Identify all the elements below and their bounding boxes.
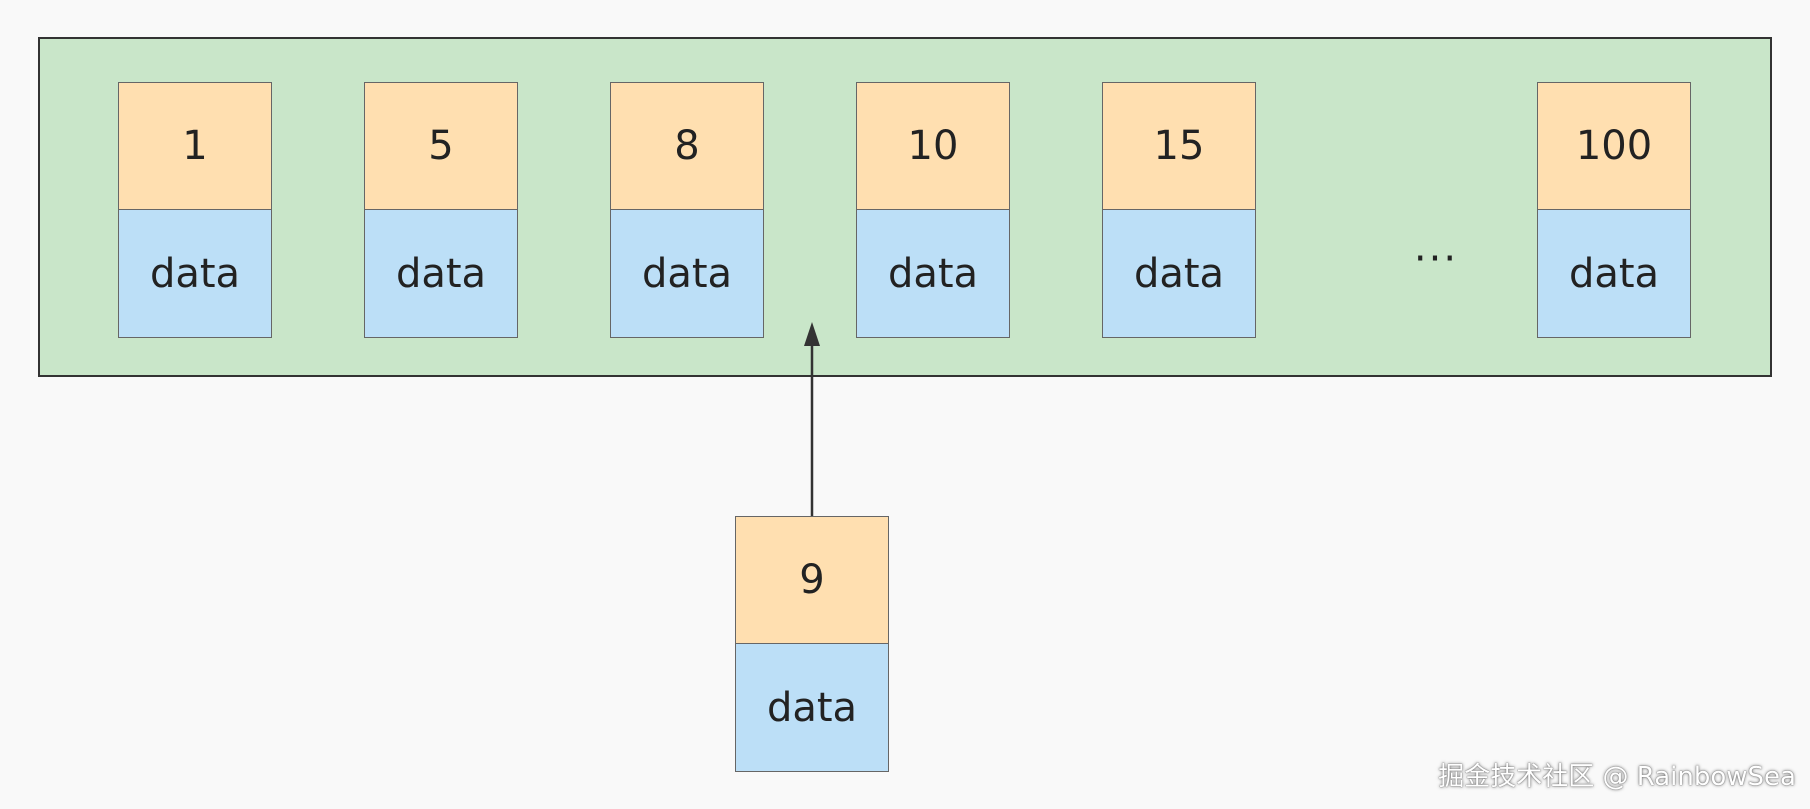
- record-key: 100: [1537, 82, 1691, 210]
- record-key: 9: [735, 516, 889, 644]
- record-key: 1: [118, 82, 272, 210]
- record-value: data: [735, 644, 889, 772]
- inserting-record: 9 data: [735, 516, 889, 772]
- record-value: data: [364, 210, 518, 338]
- page-record: 15 data: [1102, 82, 1256, 338]
- record-key: 5: [364, 82, 518, 210]
- page-record: 5 data: [364, 82, 518, 338]
- record-key: 8: [610, 82, 764, 210]
- page-record: 100 data: [1537, 82, 1691, 338]
- page-record: 1 data: [118, 82, 272, 338]
- record-value: data: [118, 210, 272, 338]
- record-value: data: [856, 210, 1010, 338]
- record-value: data: [1102, 210, 1256, 338]
- data-page: 1 data 5 data 8 data 10 data 15 data ···…: [38, 37, 1772, 377]
- page-record: 10 data: [856, 82, 1010, 338]
- watermark: 掘金技术社区 @ RainbowSea: [1438, 762, 1796, 792]
- ellipsis: ···: [1413, 236, 1459, 282]
- record-value: data: [1537, 210, 1691, 338]
- page-record: 8 data: [610, 82, 764, 338]
- record-value: data: [610, 210, 764, 338]
- record-key: 10: [856, 82, 1010, 210]
- record-key: 15: [1102, 82, 1256, 210]
